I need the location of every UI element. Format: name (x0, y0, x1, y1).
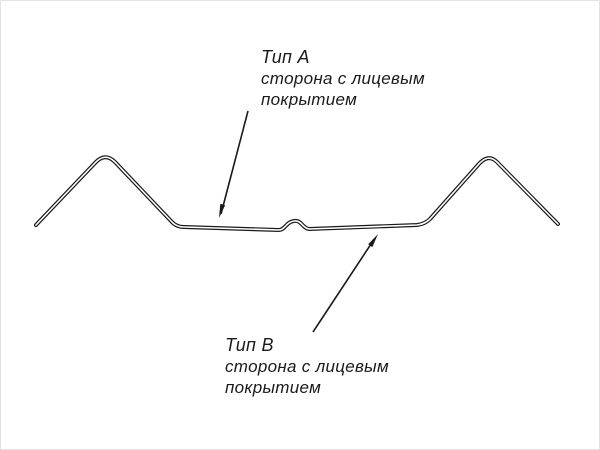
leader-line-type-a (220, 110, 249, 215)
label-type-b-title: Тип В (225, 335, 274, 355)
label-type-b: Тип В сторона с лицевым покрытием (225, 335, 389, 398)
profile-inner-line (35, 156, 559, 231)
arrowhead-type-b-icon (368, 234, 378, 248)
arrowhead-type-a-icon (219, 203, 226, 218)
leader-line-type-b (312, 240, 374, 333)
label-type-a-line2: покрытием (261, 90, 358, 109)
profile-outline (34, 155, 560, 232)
label-type-a-title: Тип А (261, 47, 310, 67)
label-type-b-line1: сторона с лицевым (225, 357, 389, 376)
label-type-b-line2: покрытием (225, 378, 322, 397)
label-type-a: Тип А сторона с лицевым покрытием (261, 47, 425, 110)
label-type-a-line1: сторона с лицевым (261, 69, 425, 88)
